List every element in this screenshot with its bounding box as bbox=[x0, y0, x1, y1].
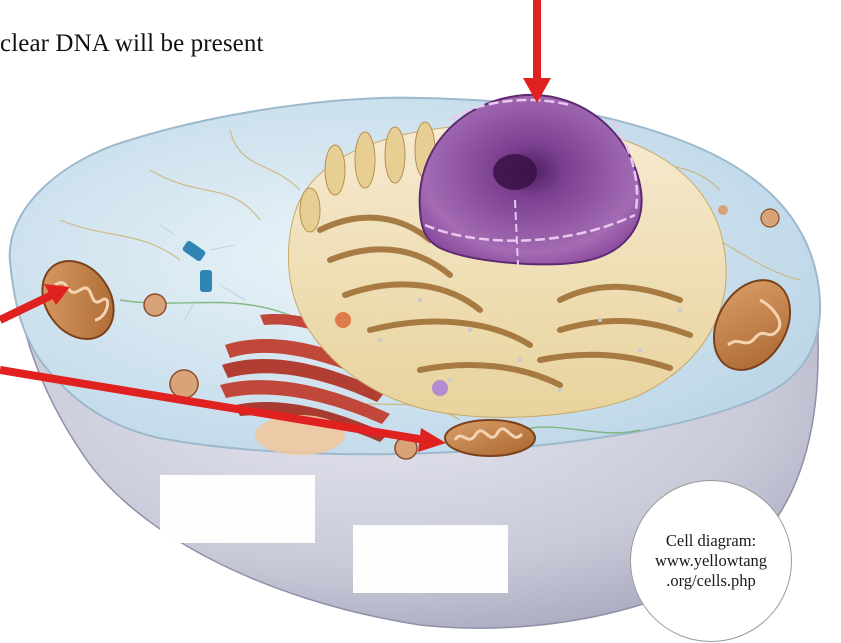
blank-label-box-2[interactable] bbox=[353, 525, 508, 593]
credit-circle: Cell diagram: www.yellowtang .org/cells.… bbox=[630, 480, 792, 642]
mitochondrion-bottom bbox=[445, 420, 535, 456]
pointer-arrow-nucleus bbox=[523, 0, 551, 103]
credit-line-1: Cell diagram: bbox=[666, 531, 756, 551]
blank-label-box-1[interactable] bbox=[160, 475, 315, 543]
caption-text: clear DNA will be present bbox=[0, 30, 264, 58]
nucleolus bbox=[493, 154, 537, 190]
credit-line-2: www.yellowtang bbox=[655, 551, 767, 571]
credit-line-3: .org/cells.php bbox=[666, 571, 756, 591]
